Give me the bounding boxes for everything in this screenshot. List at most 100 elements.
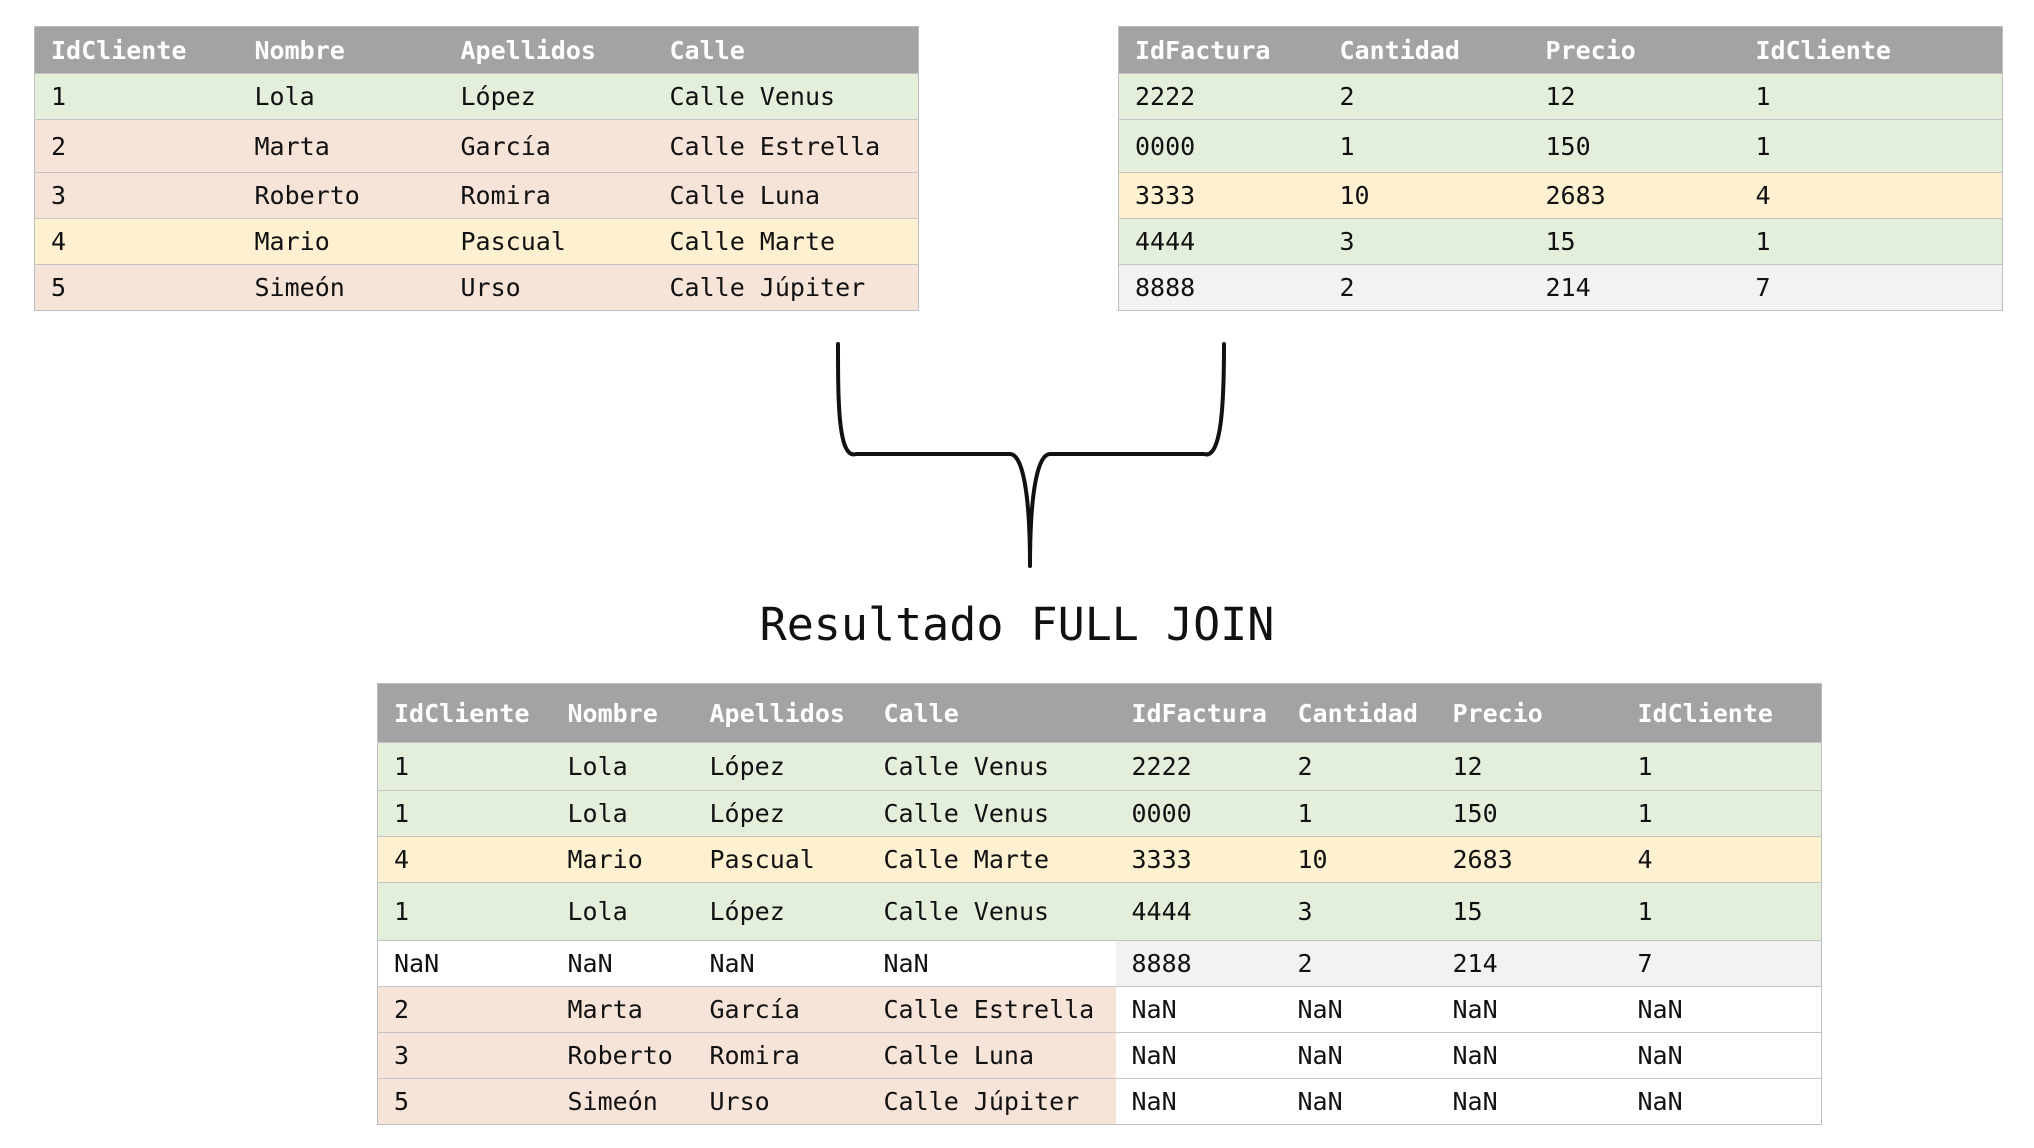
table-cell: García [444,119,654,173]
table-cell: López [693,790,868,837]
table-cell: 2 [34,119,239,173]
table-cell: NaN [1436,1032,1622,1079]
table-cell: 1 [377,882,552,941]
table-cell: 10 [1281,836,1437,883]
table-cell: 4444 [1115,882,1282,941]
result-title: Resultado FULL JOIN [759,598,1275,651]
table-cell: NaN [551,940,694,987]
merge-brace-icon [836,342,1226,568]
table-cell: 15 [1436,882,1622,941]
table-cell: Mario [238,218,445,265]
table-row: 1 Lola López Calle Venus 4444 3 15 1 [377,882,1822,941]
table-cell: NaN [1115,1078,1282,1125]
header-cell: IdFactura [1118,26,1324,74]
header-cell: Precio [1436,683,1622,743]
table-cell: 214 [1529,264,1740,311]
table-cell: Calle Estrella [653,119,919,173]
table-cell: 1 [1621,882,1822,941]
table-cell: Roberto [551,1032,694,1079]
table-cell: Lola [238,73,445,120]
table-cell: 2222 [1118,73,1324,120]
table-row: 1 Lola López Calle Venus 2222 2 12 1 [377,742,1822,791]
table-row: 0000 1 150 1 [1118,119,2003,173]
table-cell: 2 [1323,264,1530,311]
table-cell: Calle Estrella [867,986,1116,1033]
header-cell: Cantidad [1281,683,1437,743]
result-table: IdCliente Nombre Apellidos Calle IdFactu… [377,683,1822,1125]
table-cell: 4444 [1118,218,1324,265]
table-cell: 7 [1739,264,2003,311]
table-cell: NaN [1436,1078,1622,1125]
table-cell: 4 [1739,172,2003,219]
table-cell: Urso [444,264,654,311]
clientes-header-row: IdCliente Nombre Apellidos Calle [34,26,919,74]
table-cell: 10 [1323,172,1530,219]
table-cell: 12 [1436,742,1622,791]
table-cell: 2 [1281,940,1437,987]
table-cell: Calle Marte [653,218,919,265]
header-cell: Nombre [238,26,445,74]
table-cell: Romira [444,172,654,219]
table-cell: 5 [377,1078,552,1125]
table-row: 5 Simeón Urso Calle Júpiter NaN NaN NaN … [377,1078,1822,1125]
table-cell: López [693,882,868,941]
table-cell: 12 [1529,73,1740,120]
table-row: 5 Simeón Urso Calle Júpiter [34,264,919,311]
table-cell: Pascual [444,218,654,265]
merge-brace-path [836,342,1226,568]
header-cell: Apellidos [444,26,654,74]
table-row: 4444 3 15 1 [1118,218,2003,265]
table-cell: NaN [867,940,1116,987]
table-cell: Lola [551,742,694,791]
table-cell: 2 [1323,73,1530,120]
table-cell: Lola [551,882,694,941]
table-cell: Simeón [551,1078,694,1125]
table-cell: 4 [377,836,552,883]
table-cell: 7 [1621,940,1822,987]
table-cell: 1 [377,790,552,837]
table-cell: NaN [1621,1078,1822,1125]
table-cell: 8888 [1115,940,1282,987]
table-cell: 1 [1621,790,1822,837]
table-cell: 214 [1436,940,1622,987]
table-cell: NaN [1281,1078,1437,1125]
table-cell: 3333 [1118,172,1324,219]
table-cell: 15 [1529,218,1740,265]
clientes-table: IdCliente Nombre Apellidos Calle 1 Lola … [34,26,919,311]
table-cell: NaN [693,940,868,987]
table-cell: 8888 [1118,264,1324,311]
table-cell: Calle Luna [867,1032,1116,1079]
table-cell: NaN [1115,1032,1282,1079]
table-cell: 4 [34,218,239,265]
table-row: 4 Mario Pascual Calle Marte 3333 10 2683… [377,836,1822,883]
result-header-row: IdCliente Nombre Apellidos Calle IdFactu… [377,683,1822,743]
table-row: 1 Lola López Calle Venus 0000 1 150 1 [377,790,1822,837]
header-cell: Calle [653,26,919,74]
table-cell: Calle Venus [867,742,1116,791]
table-cell: 1 [1323,119,1530,173]
table-cell: NaN [1436,986,1622,1033]
table-cell: Mario [551,836,694,883]
table-cell: 2683 [1529,172,1740,219]
table-cell: Calle Júpiter [867,1078,1116,1125]
table-cell: 3 [1281,882,1437,941]
table-cell: Calle Venus [867,882,1116,941]
header-cell: IdCliente [1739,26,2003,74]
table-cell: 2222 [1115,742,1282,791]
header-cell: IdCliente [1621,683,1822,743]
header-cell: Calle [867,683,1116,743]
table-cell: 0000 [1118,119,1324,173]
table-cell: 1 [34,73,239,120]
table-cell: Pascual [693,836,868,883]
table-cell: 1 [1621,742,1822,791]
table-cell: Romira [693,1032,868,1079]
table-cell: 2 [377,986,552,1033]
table-cell: Calle Venus [653,73,919,120]
table-cell: Calle Venus [867,790,1116,837]
table-cell: 150 [1529,119,1740,173]
table-cell: 4 [1621,836,1822,883]
table-cell: 3 [1323,218,1530,265]
table-cell: 1 [1739,119,2003,173]
table-cell: NaN [1621,1032,1822,1079]
table-row: NaN NaN NaN NaN 8888 2 214 7 [377,940,1822,987]
